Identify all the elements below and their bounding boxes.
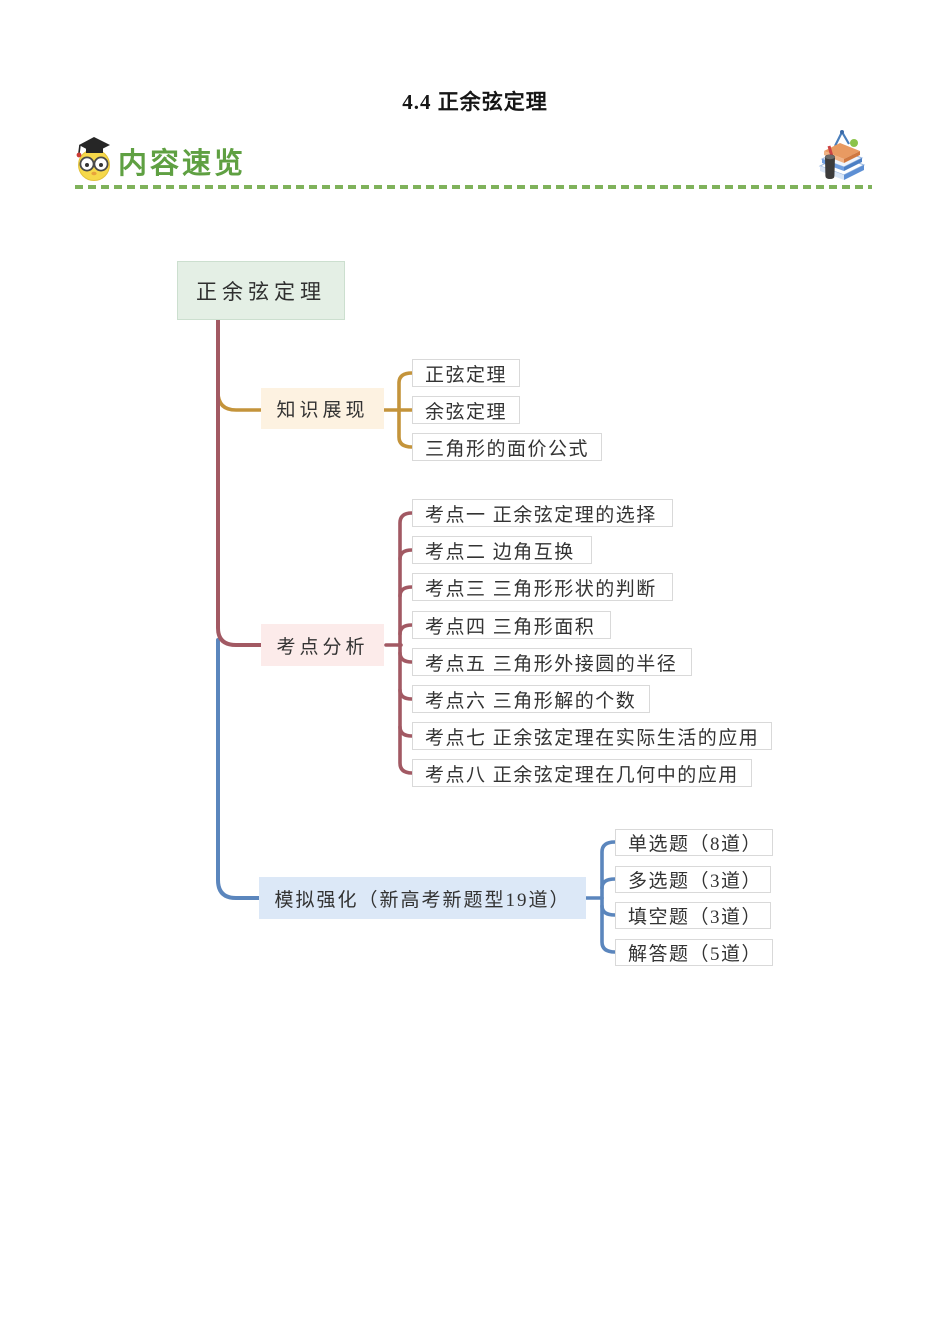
leaf-node-exam-point-5: 考点五 三角形外接圆的半径 bbox=[412, 648, 692, 676]
page-title: 4.4 正余弦定理 bbox=[402, 90, 548, 114]
leaf-node-exam-point-4: 考点四 三角形面积 bbox=[412, 611, 611, 639]
leaf-node-triangle-area-formula: 三角形的面价公式 bbox=[412, 433, 602, 461]
leaf-node-exam-point-3: 考点三 三角形形状的判断 bbox=[412, 573, 673, 601]
leaf-node-exam-point-6: 考点六 三角形解的个数 bbox=[412, 685, 650, 713]
leaf-node-single-choice: 单选题（8道） bbox=[615, 829, 773, 856]
branch-node-exam-points: 考点分析 bbox=[261, 624, 384, 666]
mindmap-root-node: 正余弦定理 bbox=[177, 261, 345, 320]
leaf-node-sine-theorem: 正弦定理 bbox=[412, 359, 520, 387]
leaf-node-exam-point-2: 考点二 边角互换 bbox=[412, 536, 592, 564]
leaf-node-exam-point-1: 考点一 正余弦定理的选择 bbox=[412, 499, 673, 527]
leaf-node-exam-point-8: 考点八 正余弦定理在几何中的应用 bbox=[412, 759, 752, 787]
leaf-node-free-response: 解答题（5道） bbox=[615, 939, 773, 966]
dashed-divider bbox=[75, 185, 872, 189]
branch-node-knowledge: 知识展现 bbox=[261, 388, 384, 429]
leaf-node-fill-blank: 填空题（3道） bbox=[615, 902, 771, 929]
leaf-node-cosine-theorem: 余弦定理 bbox=[412, 396, 520, 424]
leaf-node-exam-point-7: 考点七 正余弦定理在实际生活的应用 bbox=[412, 722, 772, 750]
owl-graduate-icon bbox=[76, 137, 110, 181]
section-header-label: 内容速览 bbox=[118, 148, 247, 180]
branch-node-mock-training: 模拟强化（新高考新题型19道） bbox=[259, 877, 586, 919]
leaf-node-multi-choice: 多选题（3道） bbox=[615, 866, 771, 893]
books-stationery-icon bbox=[818, 130, 866, 180]
